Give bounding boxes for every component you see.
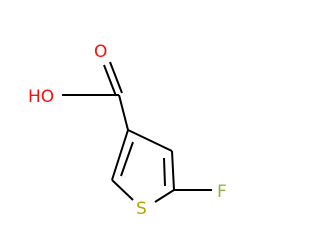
- bond-c4-c5-inner: [163, 157, 166, 187]
- bond-c-o-double-2: [103, 64, 117, 97]
- atom-label-hydroxyl: HO: [28, 87, 54, 107]
- bond-c3-c2: [111, 129, 129, 181]
- molecule-diagram: O HO S F: [28, 42, 227, 219]
- atom-label-fluorine: F: [217, 182, 227, 202]
- structure-canvas: O HO S F: [28, 42, 227, 219]
- atom-label-oxygen: O: [94, 42, 107, 62]
- bond-c3-c4: [127, 129, 173, 152]
- atom-label-sulfur: S: [136, 199, 147, 219]
- bond-c2-s: [111, 179, 134, 201]
- bond-c3-c2-inner: [120, 141, 134, 177]
- bond-c-ring: [118, 94, 129, 131]
- bond-c-o-double-1: [109, 61, 123, 94]
- bond-c4-c5: [171, 150, 175, 191]
- bond-s-c5: [154, 189, 175, 203]
